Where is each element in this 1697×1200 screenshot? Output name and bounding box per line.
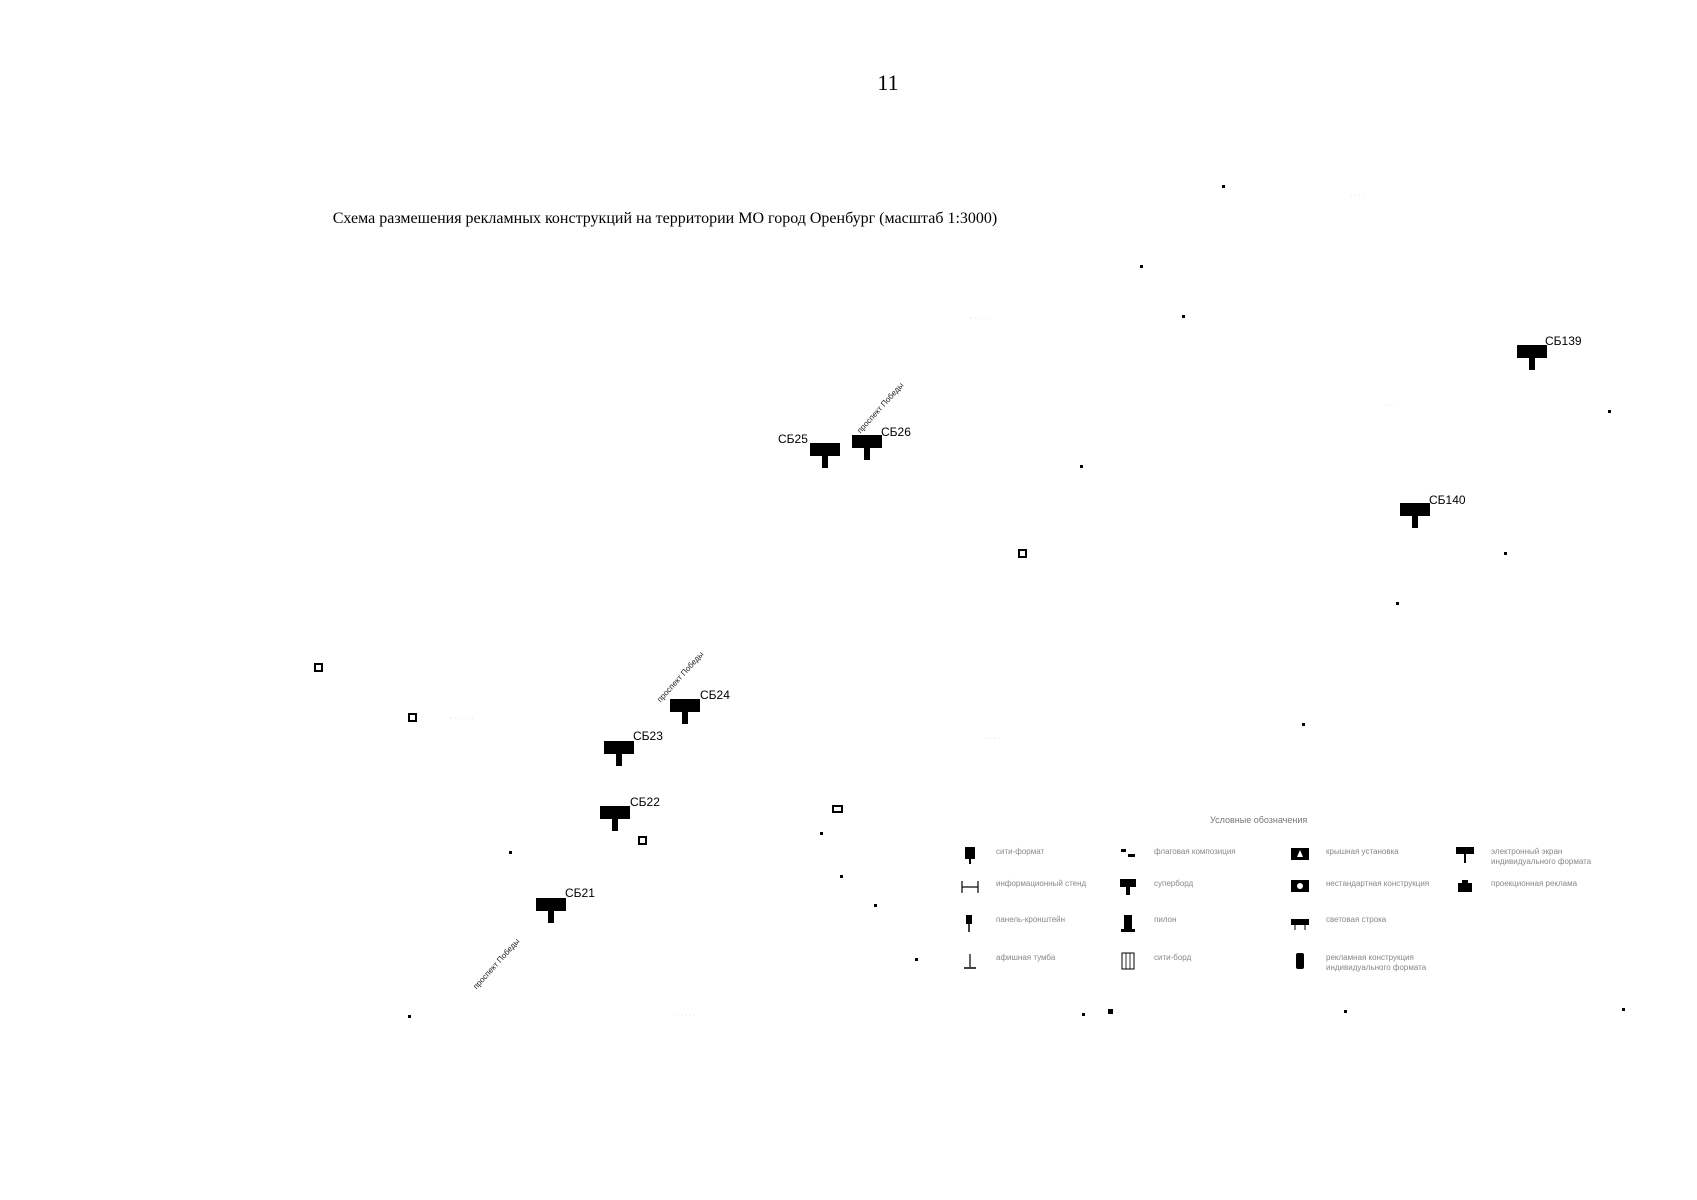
billboard-post [682,712,688,724]
billboard-post [1412,516,1418,528]
map-poi-icon [314,663,323,672]
billboard-marker-sb23[interactable] [604,741,634,767]
billboard-post [1529,358,1535,370]
marker-label-sb21: СБ21 [565,886,595,900]
map-point [1302,723,1305,726]
map-point [820,832,823,835]
street-label: проспект Победы [655,649,706,704]
flag-composition-icon [1121,849,1135,857]
legend-item-nonstandard-construction: нестандартная конструкция [1290,875,1450,905]
billboard-marker-sb24[interactable] [670,699,700,725]
map-point [1222,185,1225,188]
city-format-icon [965,847,975,864]
marker-label-sb139: СБ139 [1545,334,1582,348]
map-point [1608,410,1611,413]
marker-label-sb26: СБ26 [881,425,911,439]
light-line-icon [1291,919,1309,930]
legend-item-superboard: суперборд [1118,875,1278,905]
billboard-panel [852,435,882,448]
map-legend: Условные обозначения сити-формат флагова… [960,815,1620,995]
legend-item-light-line: световая строка [1290,911,1450,941]
map-faint-text: · · · [1385,402,1396,409]
panel-bracket-icon [966,915,972,932]
map-faint-text: · · · · · · [450,715,474,722]
map-title: Схема размешения рекламных конструкций н… [332,210,998,227]
map-poi-icon [832,805,843,813]
marker-label-sb23: СБ23 [633,729,663,743]
billboard-post [616,754,622,766]
pylon-icon [1121,915,1135,932]
legend-item-poster-column: афишная тумба [960,949,1120,979]
map-faint-text: · · · · · [676,1012,696,1019]
legend-item-roof-installation: крышная установка [1290,843,1450,873]
info-stand-icon [961,881,979,893]
legend-item-info-stand: информационный стенд [960,875,1120,905]
marker-label-sb22: СБ22 [630,795,660,809]
billboard-post [612,819,618,831]
billboard-marker-sb25[interactable] [810,443,840,469]
legend-item-city-format: сити-формат [960,843,1120,873]
map-faint-text: · · · · [985,735,1001,742]
map-point [1182,315,1185,318]
billboard-marker-sb21[interactable] [536,898,566,924]
billboard-marker-sb140[interactable] [1400,503,1430,529]
map-poi-icon [408,713,417,722]
map-point [1108,1009,1113,1014]
nonstandard-construction-icon [1291,880,1309,892]
poster-column-icon [964,954,976,969]
legend-item-projection-ad: проекционная реклама [1455,875,1615,905]
legend-item-pylon: пилон [1118,911,1278,941]
roof-installation-icon [1291,848,1309,860]
billboard-marker-sb22[interactable] [600,806,630,832]
map-point [1396,602,1399,605]
legend-item-flag-composition: флаговая композиция [1118,843,1278,873]
map-point [1344,1010,1347,1013]
billboard-panel [600,806,630,819]
billboard-post [822,456,828,468]
map-faint-text: · · · · [1350,192,1366,199]
billboard-panel [536,898,566,911]
superboard-icon [1120,879,1136,895]
map-point [509,851,512,854]
legend-item-individual-format: рекламная конструкция индивидуального фо… [1290,949,1470,979]
map-point [1140,265,1143,268]
legend-item-panel-bracket: панель-кронштейн [960,911,1120,941]
map-poi-icon [1018,549,1027,558]
billboard-marker-sb139[interactable] [1517,345,1547,371]
street-label: проспект Победы [471,936,522,991]
individual-format-icon [1296,953,1304,969]
map-point [874,904,877,907]
map-point [408,1015,411,1018]
billboard-panel [670,699,700,712]
billboard-panel [810,443,840,456]
billboard-panel [1517,345,1547,358]
billboard-post [864,448,870,460]
page-number: 11 [877,70,899,95]
map-point [1504,552,1507,555]
legend-title: Условные обозначения [1210,815,1308,825]
legend-item-electronic-screen: электронный экран индивидуального формат… [1455,843,1615,873]
map-poi-icon [638,836,647,845]
electronic-screen-icon [1456,847,1474,863]
marker-label-sb24: СБ24 [700,688,730,702]
map-point [1080,465,1083,468]
city-board-icon [1121,952,1135,970]
map-faint-text: · · · · · [970,315,990,322]
map-point [915,958,918,961]
marker-label-sb25: СБ25 [778,432,808,446]
map-point [1082,1013,1085,1016]
map-point [1622,1008,1625,1011]
billboard-marker-sb26[interactable] [852,435,882,461]
map-point [840,875,843,878]
legend-item-city-board: сити-борд [1118,949,1278,979]
projection-ad-icon [1458,880,1472,892]
billboard-panel [604,741,634,754]
billboard-post [548,911,554,923]
billboard-panel [1400,503,1430,516]
marker-label-sb140: СБ140 [1429,493,1466,507]
